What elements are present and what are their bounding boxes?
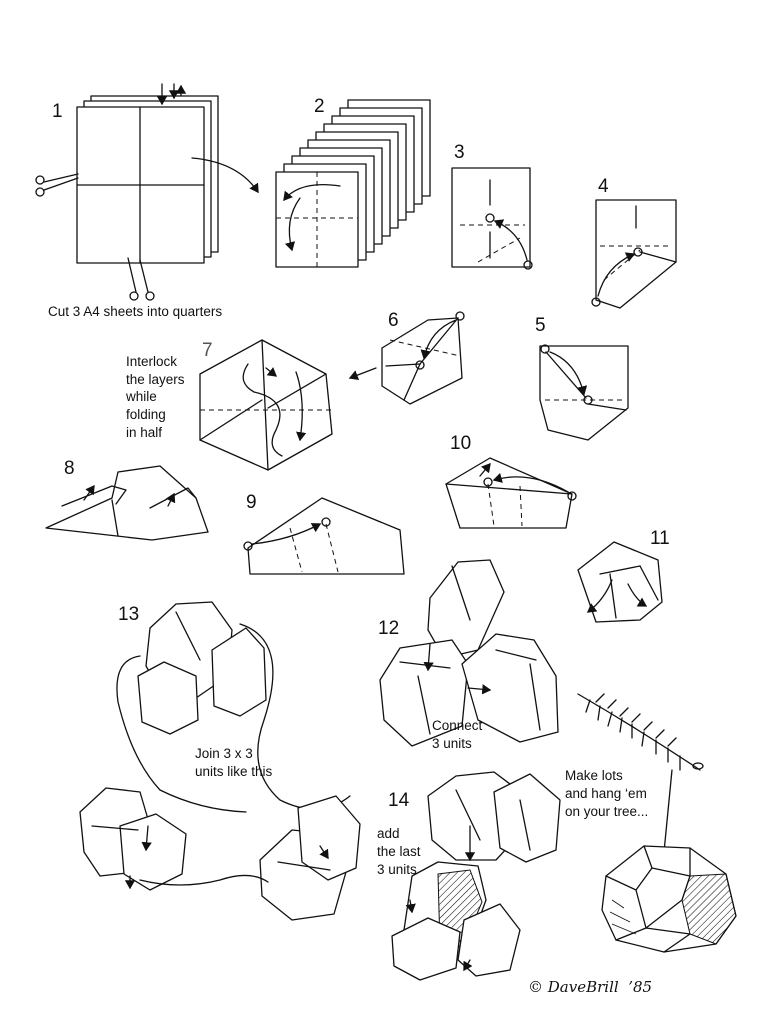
svg-text:Join 3 x 3: Join 3 x 3 <box>195 746 253 761</box>
tree-caption: Make lots and hang ‘em on your tree... <box>565 768 648 819</box>
step-number: 2 <box>314 96 325 117</box>
svg-text:3 units: 3 units <box>432 736 472 751</box>
step13-diagram <box>79 601 361 921</box>
step-number: 7 <box>202 340 213 361</box>
step6-diagram <box>348 311 465 405</box>
step-number: 8 <box>64 458 75 479</box>
step12-caption: Connect 3 units <box>432 718 483 751</box>
step14-caption: add the last 3 units <box>377 826 421 877</box>
svg-text:Interlock: Interlock <box>126 354 177 369</box>
step-number: 10 <box>450 433 471 454</box>
step9-diagram <box>243 497 405 575</box>
svg-text:and hang ‘em: and hang ‘em <box>565 786 647 801</box>
step1-diagram <box>35 83 259 301</box>
step-number: 9 <box>246 492 257 513</box>
svg-text:units like this: units like this <box>195 764 273 779</box>
step13-caption: Join 3 x 3 units like this <box>195 746 273 779</box>
svg-text:while: while <box>125 389 157 404</box>
dodecahedron-ornament <box>601 845 737 953</box>
scissors-icon <box>127 257 155 301</box>
step-number: 6 <box>388 310 399 331</box>
step7-diagram <box>199 339 333 471</box>
artist-signature: © DaveBrill ’85 <box>528 978 652 996</box>
step12-diagram <box>379 559 559 747</box>
step2-diagram <box>275 99 431 268</box>
pine-branch-illustration <box>577 693 704 853</box>
svg-text:in half: in half <box>126 425 162 440</box>
step8-diagram <box>45 465 209 541</box>
svg-text:on your tree...: on your tree... <box>565 804 648 819</box>
step5-diagram <box>539 344 629 441</box>
scissors-icon <box>35 173 79 197</box>
step11-diagram <box>577 541 663 623</box>
step-number: 4 <box>598 176 609 197</box>
svg-text:Make lots: Make lots <box>565 768 623 783</box>
svg-text:the last: the last <box>377 844 421 859</box>
step-number: 11 <box>650 528 670 549</box>
svg-text:the layers: the layers <box>126 372 185 387</box>
step-number: 1 <box>52 101 63 122</box>
step-number: 12 <box>378 618 399 639</box>
step7-caption: Interlock the layers while folding in ha… <box>125 354 185 440</box>
svg-text:folding: folding <box>126 407 166 422</box>
step-number: 3 <box>454 142 465 163</box>
svg-text:add: add <box>377 826 400 841</box>
step3-diagram <box>451 167 533 270</box>
step1-caption: Cut 3 A4 sheets into quarters <box>48 304 222 319</box>
step-number: 5 <box>535 315 546 336</box>
step-number: 14 <box>388 790 410 811</box>
step-number: 13 <box>118 604 139 625</box>
svg-text:3 units: 3 units <box>377 862 417 877</box>
step14-diagram <box>391 771 561 981</box>
svg-text:Connect: Connect <box>432 718 483 733</box>
step10-diagram <box>445 457 577 529</box>
step4-diagram <box>591 199 677 309</box>
